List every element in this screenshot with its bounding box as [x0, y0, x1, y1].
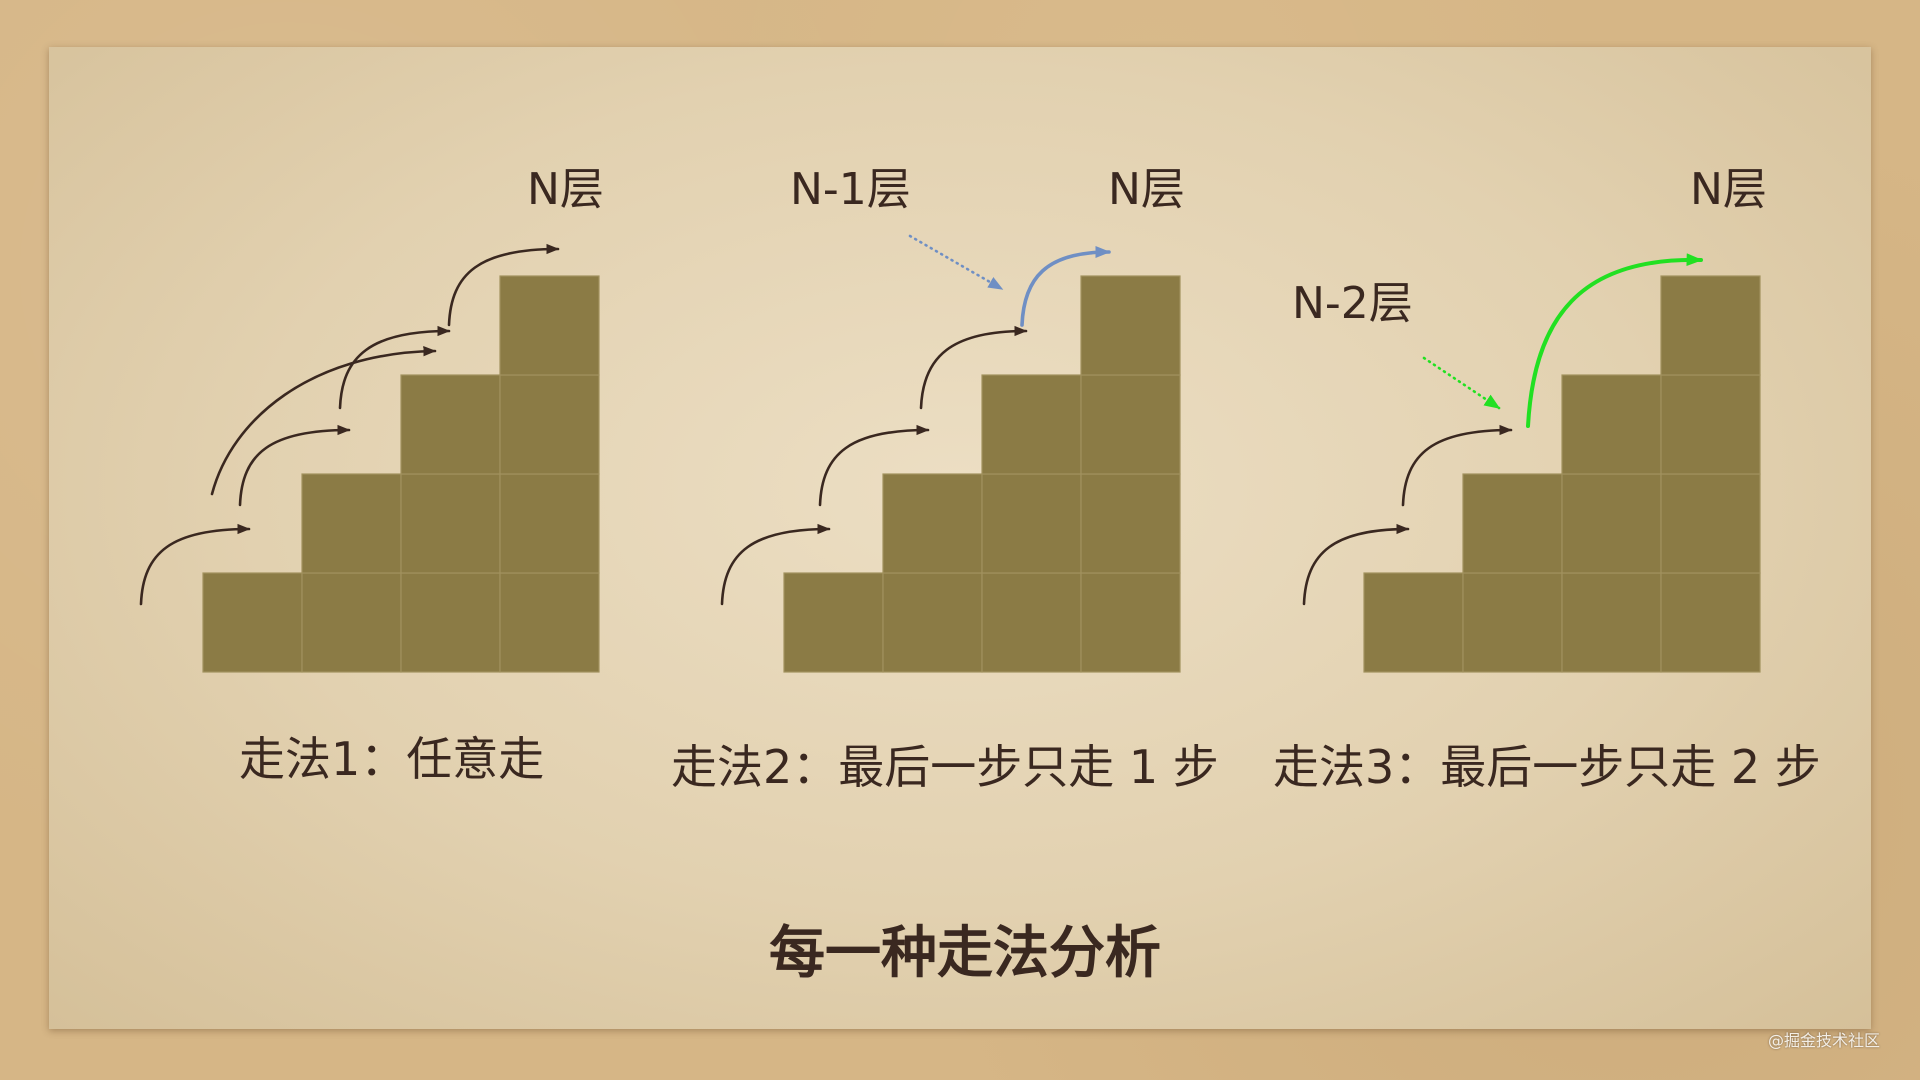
step-arrow: [139, 523, 251, 606]
stair-block: [1660, 572, 1761, 673]
stair-block: [1462, 473, 1563, 574]
step-arrow: [338, 325, 451, 410]
stair-block: [882, 473, 983, 574]
stair-block: [1080, 374, 1181, 475]
stair-block: [499, 572, 600, 673]
staircase-2: [783, 275, 1181, 673]
stair-block: [1363, 572, 1464, 673]
stair-block: [1660, 275, 1761, 376]
walk-2-arrows: [720, 234, 1111, 606]
stair-block: [981, 572, 1082, 673]
walk-3-arrows: [1302, 253, 1703, 606]
stair-block: [499, 374, 600, 475]
step-arrow: [1302, 523, 1410, 606]
stair-block: [981, 374, 1082, 475]
stair-block: [882, 572, 983, 673]
floor-label-n-minus-2: N-2层: [1292, 278, 1413, 329]
pointer-dotted-arrow: [908, 234, 1004, 291]
step-arrow: [720, 523, 831, 606]
stair-block: [499, 473, 600, 574]
slide-title: 每一种走法分析: [769, 921, 1161, 986]
staircase-1: [202, 275, 600, 673]
step-arrow: [818, 424, 930, 507]
step-arrow: [919, 325, 1028, 410]
stair-block: [400, 572, 501, 673]
caption-walk-3: 走法3：最后一步只走 2 步: [1273, 740, 1821, 794]
stair-block: [1080, 275, 1181, 376]
step-arrow: [1401, 424, 1513, 507]
step-arrow: [238, 424, 351, 507]
two-step-arrow: [210, 345, 437, 496]
stair-block: [499, 275, 600, 376]
floor-label-n-minus-1: N-1层: [790, 164, 911, 215]
floor-label-n: N层: [1690, 164, 1767, 215]
last-one-step-arrow: [1020, 246, 1111, 327]
last-two-steps-arrow: [1526, 253, 1703, 428]
floor-label-n: N层: [1108, 164, 1185, 215]
staircase-3: [1363, 275, 1761, 673]
floor-label-n: N层: [527, 164, 604, 215]
caption-walk-1: 走法1：任意走: [239, 732, 545, 786]
caption-walk-2: 走法2：最后一步只走 1 步: [671, 740, 1219, 794]
stair-block: [202, 572, 303, 673]
stair-block: [1080, 572, 1181, 673]
stair-block: [1080, 473, 1181, 574]
stair-block: [400, 374, 501, 475]
stair-block: [301, 473, 402, 574]
watermark: @掘金技术社区: [1768, 1031, 1881, 1050]
stair-block: [981, 473, 1082, 574]
stair-block: [400, 473, 501, 574]
walk-1-arrows: [139, 243, 560, 606]
stair-block: [1561, 572, 1662, 673]
stair-block: [301, 572, 402, 673]
stair-block: [1561, 473, 1662, 574]
stair-block: [783, 572, 884, 673]
stair-block: [1660, 473, 1761, 574]
stair-block: [1660, 374, 1761, 475]
stair-block: [1462, 572, 1563, 673]
stair-block: [1561, 374, 1662, 475]
step-arrow: [447, 243, 560, 327]
pointer-dotted-arrow: [1422, 356, 1501, 410]
